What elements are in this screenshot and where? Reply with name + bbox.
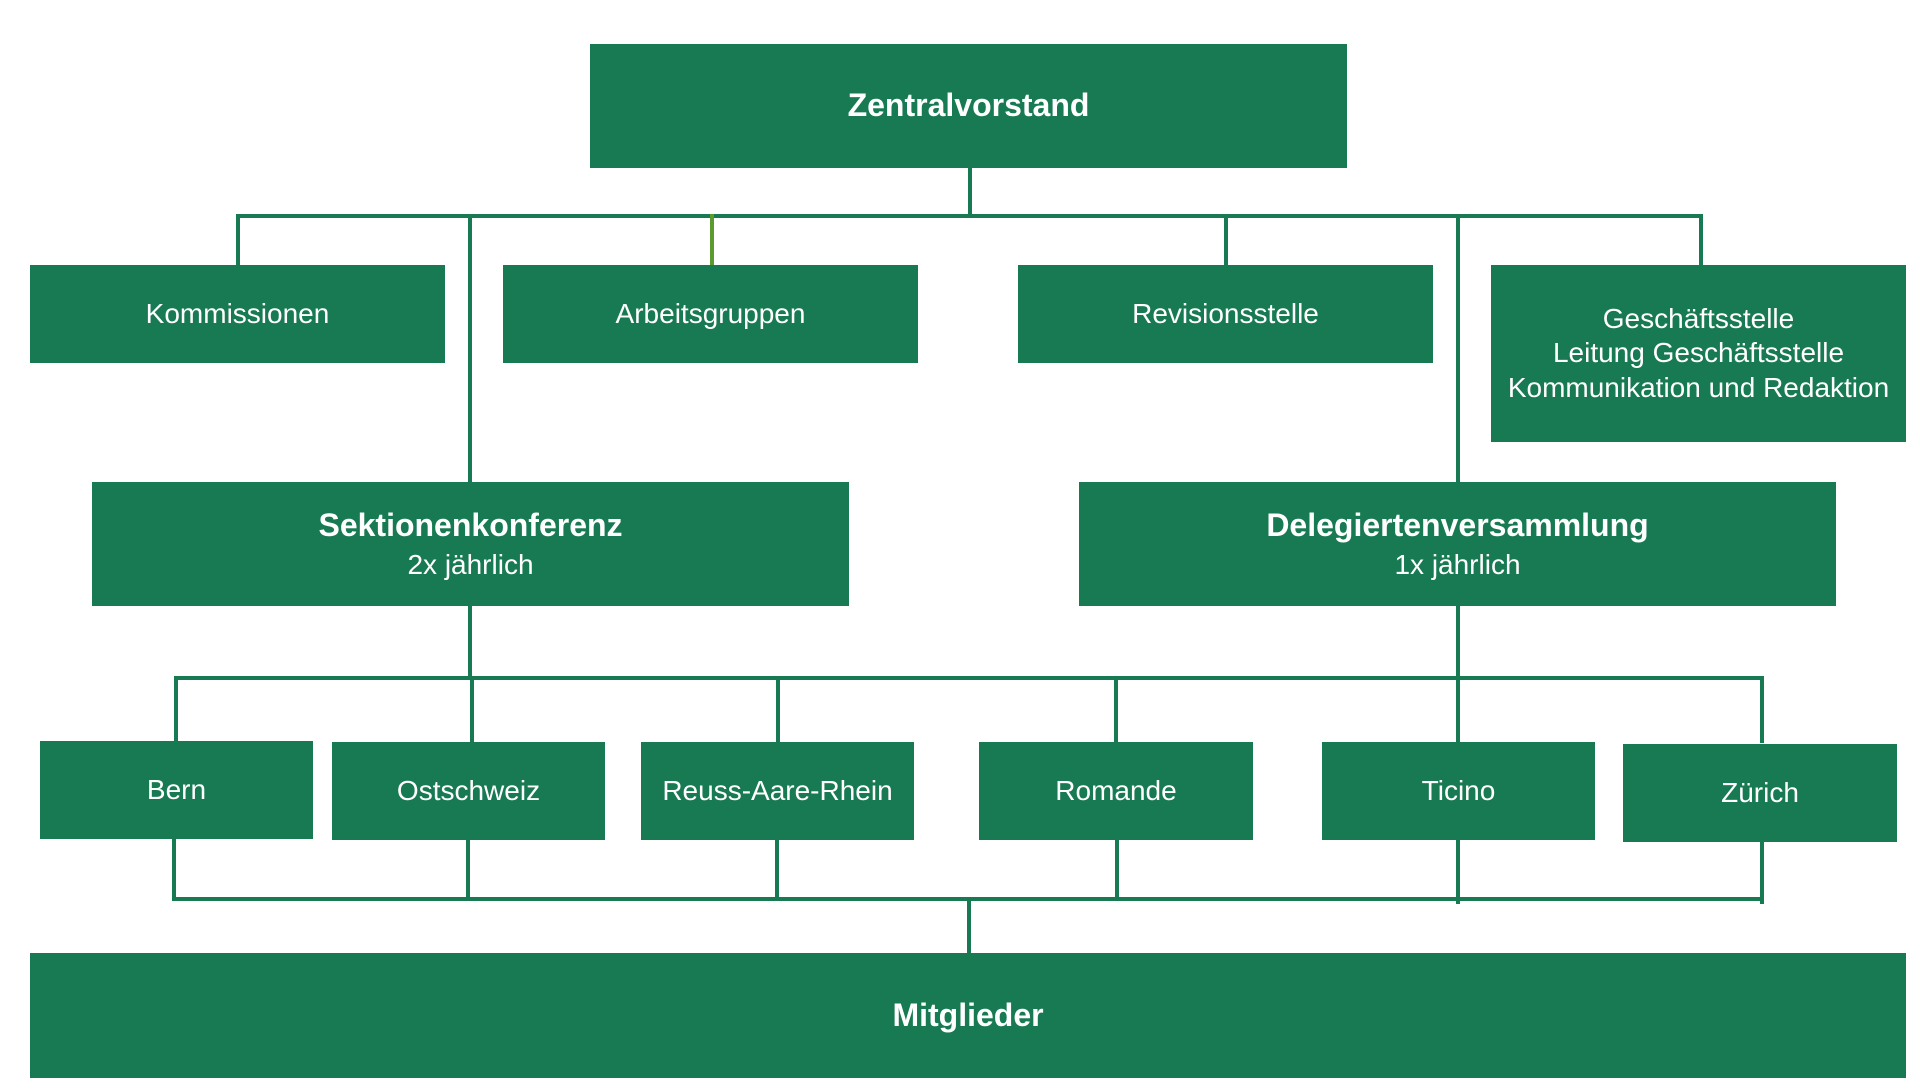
section-bern-label: Bern <box>146 773 207 805</box>
sektionenkonferenz-box: Sektionenkonferenz 2x jährlich <box>92 482 849 606</box>
sektionenkonferenz-frequency: 2x jährlich <box>407 548 534 580</box>
section-zuerich-box: Zürich <box>1623 744 1897 842</box>
connector-ostschweiz-up <box>470 676 474 742</box>
delegiertenversammlung-box: Delegiertenversammlung 1x jährlich <box>1079 482 1836 606</box>
connector-bern-up <box>174 676 178 741</box>
mitglieder-label: Mitglieder <box>892 996 1044 1033</box>
connector-mitglieder-up <box>967 897 971 955</box>
section-bern-box: Bern <box>40 741 313 839</box>
revisionsstelle-box: Revisionsstelle <box>1018 265 1433 363</box>
section-romande-box: Romande <box>979 742 1253 840</box>
arbeitsgruppen-box: Arbeitsgruppen <box>503 265 918 363</box>
section-ostschweiz-box: Ostschweiz <box>332 742 605 840</box>
connector-top-vertical <box>968 166 972 216</box>
kommissionen-label: Kommissionen <box>145 297 330 329</box>
zentralvorstand-box: Zentralvorstand <box>590 44 1347 168</box>
connector-level2-horizontal <box>236 214 1703 218</box>
kommissionen-box: Kommissionen <box>30 265 445 363</box>
connector-geschaeftsstelle <box>1699 214 1703 266</box>
section-reuss-aare-rhein-label: Reuss-Aare-Rhein <box>662 774 893 806</box>
revisionsstelle-label: Revisionsstelle <box>1132 297 1319 329</box>
connector-zuerich-up <box>1760 676 1764 743</box>
geschaeftsstelle-box: Geschäftsstelle Leitung Geschäftsstelle … <box>1491 265 1906 442</box>
connector-delegiertenversammlung-up <box>1456 214 1460 482</box>
geschaeftsstelle-label: Geschäftsstelle <box>1602 302 1795 334</box>
connector-romande-down <box>1115 840 1119 900</box>
connector-sections-horizontal <box>174 676 1764 680</box>
mitglieder-box: Mitglieder <box>30 953 1906 1078</box>
section-zuerich-label: Zürich <box>1721 776 1799 808</box>
connector-revisionsstelle <box>1224 214 1228 266</box>
connector-romande-up <box>1114 676 1118 742</box>
geschaeftsstelle-leitung-label: Leitung Geschäftsstelle <box>1552 337 1845 369</box>
connector-ticino-up <box>1456 676 1460 742</box>
delegiertenversammlung-frequency: 1x jährlich <box>1394 548 1521 580</box>
connector-zuerich-down <box>1760 842 1764 904</box>
connector-arbeitsgruppen <box>710 214 714 266</box>
connector-ostschweiz-down <box>466 840 470 900</box>
connector-reuss-aare-rhein-down <box>775 840 779 900</box>
sektionenkonferenz-title: Sektionenkonferenz <box>318 507 623 543</box>
delegiertenversammlung-title: Delegiertenversammlung <box>1266 507 1649 543</box>
arbeitsgruppen-label: Arbeitsgruppen <box>615 297 806 329</box>
section-romande-label: Romande <box>1055 774 1177 806</box>
connector-bern-down <box>172 838 176 900</box>
section-ticino-label: Ticino <box>1421 774 1496 806</box>
connector-reuss-aare-rhein-up <box>776 676 780 742</box>
connector-ticino-down <box>1456 840 1460 904</box>
section-ostschweiz-label: Ostschweiz <box>396 774 541 806</box>
geschaeftsstelle-kommunikation-label: Kommunikation und Redaktion <box>1507 371 1890 403</box>
zentralvorstand-label: Zentralvorstand <box>847 87 1090 124</box>
connector-sektionenkonferenz-up <box>468 214 472 482</box>
connector-sektionenkonferenz-down <box>468 605 472 679</box>
connector-kommissionen <box>236 214 240 266</box>
section-ticino-box: Ticino <box>1322 742 1595 840</box>
connector-delegiertenversammlung-down <box>1456 605 1460 679</box>
section-reuss-aare-rhein-box: Reuss-Aare-Rhein <box>641 742 914 840</box>
